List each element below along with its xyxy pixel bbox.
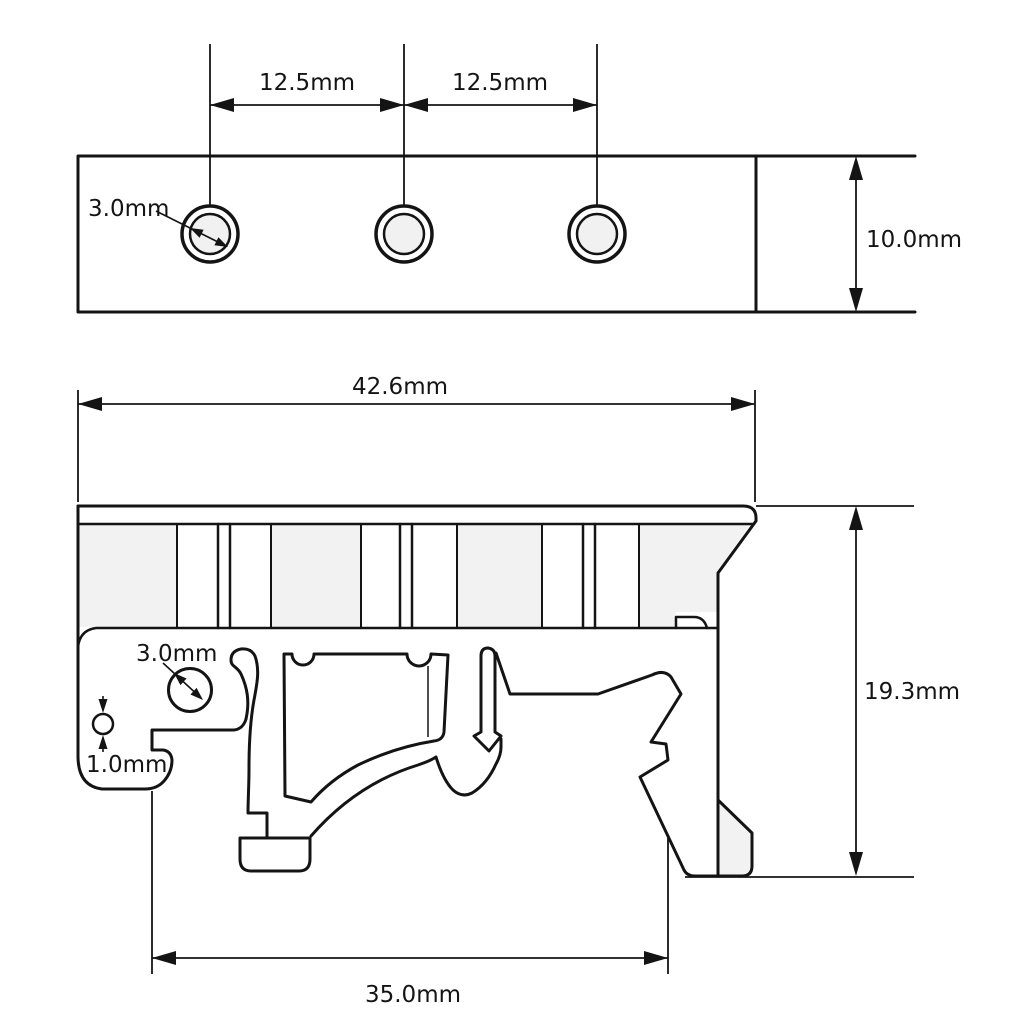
dim-label-overall-height: 19.3mm (864, 679, 960, 705)
side-view: 42.6mm 3.0mm 1.0mm 19.3mm 35.0mm (76, 374, 960, 1008)
body-strip-outline (76, 504, 758, 878)
top-view: 12.5mm 12.5mm 3.0mm 10.0mm (76, 44, 962, 314)
cell-fill-3 (457, 525, 542, 627)
arrow-right-icon (731, 397, 755, 411)
dim-label-bar-height: 10.0mm (866, 227, 962, 253)
dim-label-slot-width: 1.0mm (86, 752, 167, 778)
hole-2 (374, 204, 434, 264)
cell-dividers (176, 525, 640, 627)
side-hole-3mm (167, 667, 213, 713)
side-hole-1mm (91, 712, 115, 736)
middle-foot-outline (238, 836, 312, 873)
arrow-right-icon (573, 98, 597, 112)
dim-label-base-width: 35.0mm (365, 982, 461, 1008)
cavity-outline (282, 652, 450, 804)
arrow-left-icon (404, 98, 428, 112)
dim-label-hole-diameter-side: 3.0mm (136, 641, 217, 667)
right-cell-notch (674, 615, 709, 630)
cell-fill-2 (271, 525, 361, 627)
dim-label-hole-diameter-top: 3.0mm (88, 196, 169, 222)
left-lobe-outline (76, 717, 248, 791)
arrow-up-icon (849, 156, 863, 180)
top-view-bar-outline (76, 154, 917, 314)
arrow-diagonal-icon (214, 237, 228, 247)
arrow-left-icon (210, 98, 234, 112)
arrow-diagonal-icon (174, 673, 187, 686)
clip-rib-outline (229, 647, 269, 840)
width-extension-lines (77, 390, 756, 502)
arrow-left-icon (152, 951, 176, 965)
arrow-down-icon (849, 288, 863, 312)
arrow-left-icon (78, 397, 102, 411)
channel-sweep-outline (309, 737, 503, 838)
cell-fill-4 (639, 525, 750, 627)
arrow-down-icon (849, 852, 863, 876)
cell-edges (216, 522, 597, 630)
rail-foot-shaded (716, 798, 754, 878)
dim-label-hole-pitch-right: 12.5mm (452, 70, 548, 96)
dim-label-overall-width: 42.6mm (352, 374, 448, 400)
dim-label-hole-pitch-left: 12.5mm (259, 70, 355, 96)
spear-slot-outline (472, 646, 503, 753)
hole-3 (567, 204, 627, 264)
hole-1 (180, 204, 240, 264)
arrow-diagonal-icon (190, 687, 203, 700)
clip-arm-outline (494, 651, 719, 878)
arrow-up-icon (98, 735, 108, 749)
arrow-right-icon (644, 951, 668, 965)
base-extension-lines (151, 791, 669, 974)
arrow-diagonal-icon (190, 228, 204, 238)
arrow-right-icon (380, 98, 404, 112)
hole-extension-lines (209, 44, 598, 206)
arrow-down-icon (98, 699, 108, 713)
cell-fill-1 (79, 525, 177, 627)
arrow-up-icon (849, 506, 863, 530)
